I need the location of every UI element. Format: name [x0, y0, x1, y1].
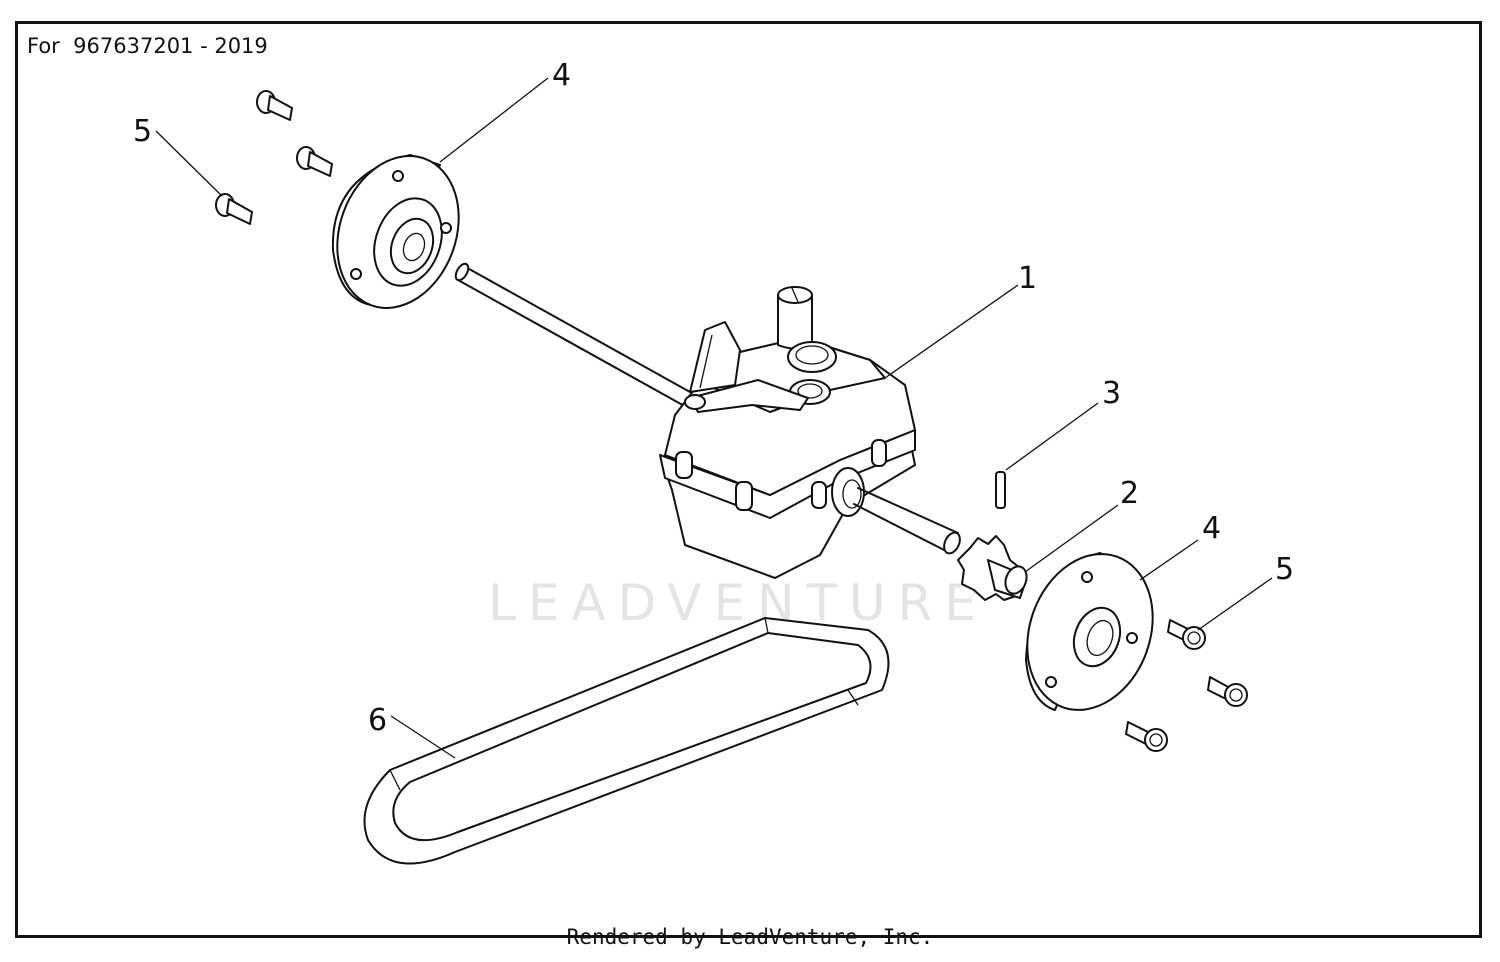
callout-3: 3 [1102, 376, 1121, 411]
bolt-right-2[interactable] [1207, 676, 1248, 707]
shaft-key[interactable] [995, 471, 1006, 509]
diagram-frame [15, 21, 1482, 938]
bearing-flange-right[interactable] [1006, 536, 1173, 727]
callout-6: 6 [368, 703, 387, 738]
bolt-right-1[interactable] [1167, 619, 1206, 650]
watermark: LEADVENTURE [488, 574, 988, 632]
rendered-by-credit: Rendered by LeadVenture, Inc. [566, 925, 934, 949]
callout-4-right: 4 [1202, 511, 1221, 546]
bearing-flange-left[interactable] [317, 139, 479, 325]
bolt-right-3[interactable] [1125, 721, 1168, 752]
bolt-left-2[interactable] [296, 146, 333, 177]
callout-5-right: 5 [1275, 552, 1294, 587]
drive-sprocket[interactable] [957, 535, 1030, 601]
callout-4-left: 4 [552, 58, 571, 93]
drive-belt[interactable] [363, 617, 890, 865]
callout-5-left: 5 [133, 114, 152, 149]
bolt-left-1[interactable] [256, 90, 293, 121]
transmission-assembly[interactable] [659, 286, 916, 579]
leader-lines [155, 77, 1273, 759]
model-label: For 967637201 - 2019 [27, 34, 268, 58]
callout-2: 2 [1120, 476, 1139, 511]
callout-1: 1 [1018, 261, 1037, 296]
axle-shaft-right [853, 487, 961, 555]
bolt-left-3[interactable] [215, 193, 253, 225]
axle-shaft-left [454, 262, 691, 409]
